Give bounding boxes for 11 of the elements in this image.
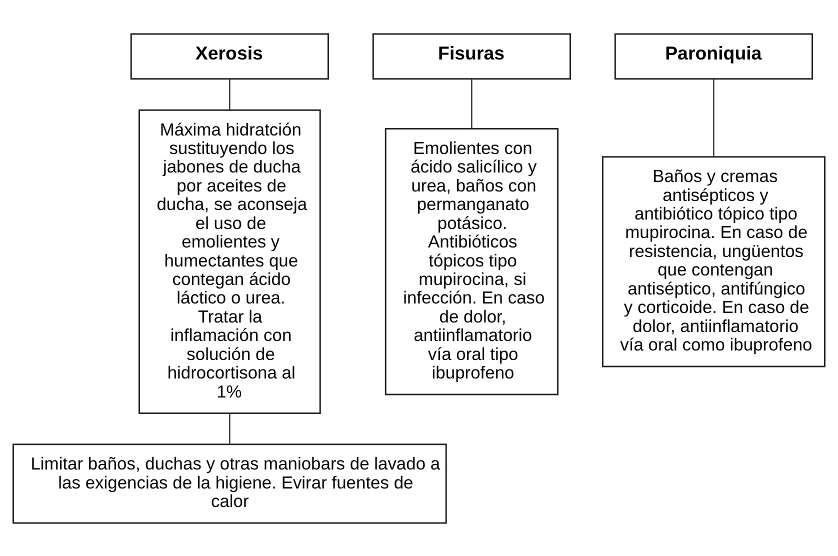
node-box: Baños y cremas antisépticos y antibiótico tópico tipo mupirocina. En caso de resistencia, ungüentos que contengan antiséptico, antifúngico y corticoide. En caso de dolor, antiinflamatorio vía oral como ibuprofeno	[602, 156, 826, 367]
connector	[229, 412, 230, 444]
connector	[471, 78, 472, 128]
node-box: Limitar baños, duchas y otras maniobars de lavado a las exigencias de la higiene. Evirar fuentes de calor	[12, 443, 447, 524]
node-box: Emolientes con ácido salicílico y urea, baños con permanganato potásico. Antibióticos tópicos tipo mupirocina, si infección. En caso de dolor, antiinflamatorio vía oral tipo ibuprofeno	[384, 128, 559, 395]
node-box: Xerosis	[130, 32, 329, 80]
connector	[229, 78, 230, 110]
node-box: Máxima hidratción sustituyendo los jabones de ducha por aceites de ducha, se aconseja el uso de emolientes y humectantes que contegan ácido láctico o urea. Tratar la inflamación con solución de hidrocortisona al 1%	[138, 108, 321, 414]
connector	[713, 78, 714, 156]
node-box: Fisuras	[372, 32, 571, 80]
node-box: Paroniquia	[614, 32, 814, 80]
